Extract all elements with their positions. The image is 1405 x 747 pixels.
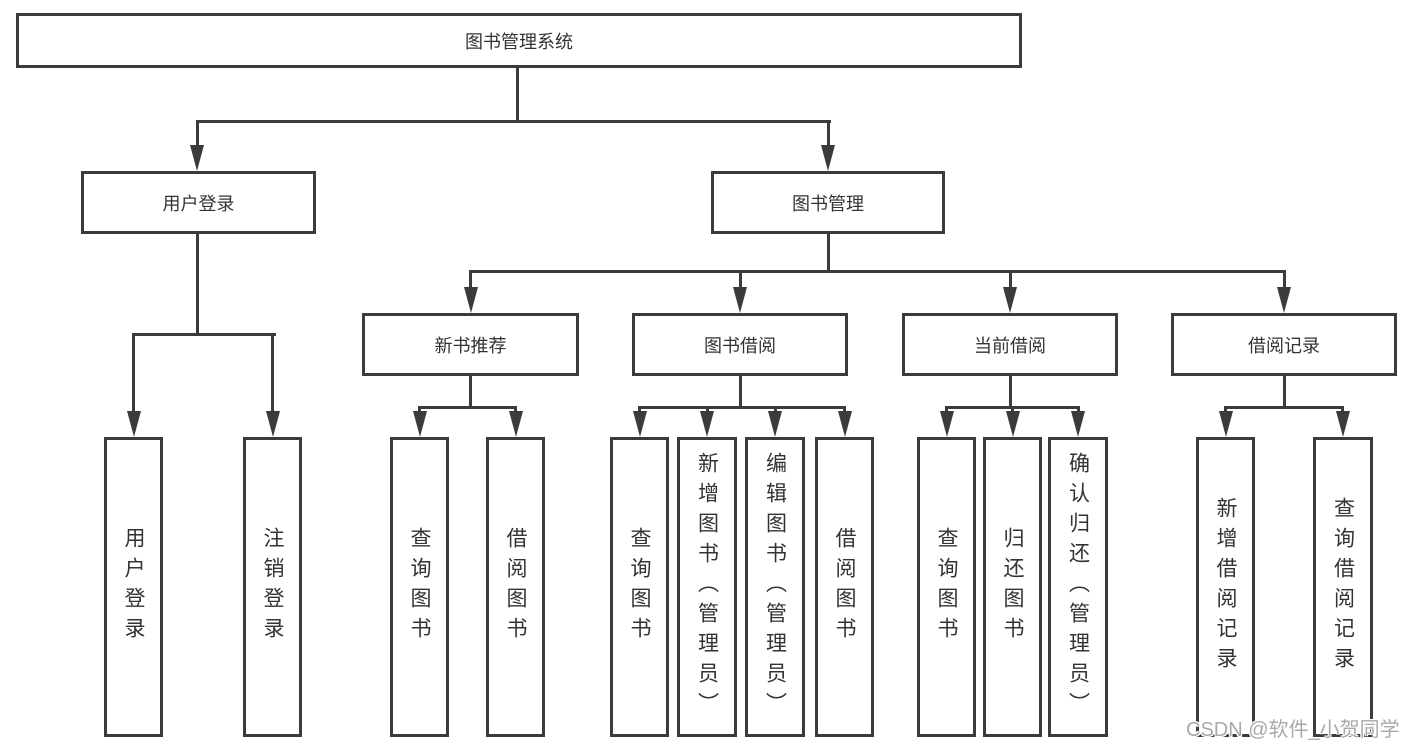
connector-drop-logout-leaf (271, 333, 274, 413)
connector-new-book-stem (469, 376, 472, 406)
node-label: 查询图书 (408, 527, 431, 647)
connector-root-stem (516, 68, 519, 120)
connector-drop (1011, 406, 1014, 414)
arrowhead (1071, 411, 1085, 437)
node-user-login: 用户登录 (81, 171, 316, 234)
node-borrow-books-recommend: 借阅图书 (486, 437, 545, 737)
connector-user-login-bar (132, 333, 276, 336)
arrowhead-logout-leaf (266, 411, 280, 437)
connector-new-book-bar (418, 406, 517, 409)
arrowhead-book-management (821, 145, 835, 171)
connector-drop (638, 406, 641, 414)
connector-drop-book-management (827, 120, 830, 147)
node-label: 编辑图书（管理员） (763, 452, 787, 722)
node-label: 借阅记录 (1248, 335, 1320, 356)
node-add-borrow-record: 新增借阅记录 (1196, 437, 1255, 737)
node-label: 新增图书（管理员） (695, 452, 719, 722)
node-label: 归还图书 (1001, 527, 1024, 647)
connector-drop-new-book (469, 270, 472, 290)
node-query-books-borrowing: 查询图书 (610, 437, 669, 737)
node-label: 新增借阅记录 (1214, 497, 1237, 677)
connector-drop (514, 406, 517, 414)
connector-book-borrow-bar (638, 406, 846, 409)
connector-drop (418, 406, 421, 414)
connector-drop (843, 406, 846, 414)
connector-drop (774, 406, 777, 414)
node-confirm-return-admin: 确认归还（管理员） (1048, 437, 1108, 737)
connector-drop (1341, 406, 1344, 414)
node-user-login-leaf: 用户登录 (104, 437, 163, 737)
node-label: 查询借阅记录 (1331, 497, 1355, 677)
node-label: 图书管理 (792, 193, 864, 214)
node-label: 图书借阅 (704, 335, 776, 356)
arrowhead-login-leaf (127, 411, 141, 437)
connector-borrow-records-stem (1283, 376, 1286, 406)
connector-drop-user-login (196, 120, 199, 147)
connector-drop (1224, 406, 1227, 414)
connector-drop-login-leaf (132, 333, 135, 413)
arrowhead (940, 411, 954, 437)
node-label: 查询图书 (628, 527, 651, 647)
connector-book-mgmt-stem (827, 234, 830, 270)
node-label: 查询图书 (935, 527, 958, 647)
arrowhead (1006, 411, 1020, 437)
node-borrow-books-borrowing: 借阅图书 (815, 437, 874, 737)
node-label: 当前借阅 (974, 335, 1046, 356)
node-edit-books-admin: 编辑图书（管理员） (745, 437, 805, 737)
node-current-borrowing: 当前借阅 (902, 313, 1118, 376)
arrowhead (413, 411, 427, 437)
arrowhead (509, 411, 523, 437)
node-label: 借阅图书 (833, 527, 856, 647)
connector-drop (945, 406, 948, 414)
node-return-books: 归还图书 (983, 437, 1042, 737)
node-book-management: 图书管理 (711, 171, 945, 234)
arrowhead (700, 411, 714, 437)
arrowhead-book-borrow (733, 287, 747, 313)
node-query-borrow-record: 查询借阅记录 (1313, 437, 1373, 737)
node-query-books-current: 查询图书 (917, 437, 976, 737)
arrowhead (1219, 411, 1233, 437)
arrowhead (1336, 411, 1350, 437)
node-label: 确认归还（管理员） (1066, 452, 1090, 722)
node-label: 注销登录 (261, 527, 284, 647)
node-new-book-recommend: 新书推荐 (362, 313, 579, 376)
arrowhead (768, 411, 782, 437)
node-query-books-recommend: 查询图书 (390, 437, 449, 737)
arrowhead-borrow-records (1277, 287, 1291, 313)
node-book-borrowing: 图书借阅 (632, 313, 848, 376)
node-label: 用户登录 (162, 193, 235, 214)
arrowhead-current-borrow (1003, 287, 1017, 313)
connector-drop (1077, 406, 1080, 414)
connector-book-mgmt-bar (469, 270, 1286, 273)
node-library-management-system: 图书管理系统 (16, 13, 1022, 68)
connector-user-login-stem (196, 234, 199, 333)
connector-book-borrow-stem (739, 376, 742, 406)
node-label: 用户登录 (122, 527, 145, 647)
node-label: 图书管理系统 (465, 31, 573, 52)
csdn-watermark: CSDN @软件_小贺同学 (1186, 719, 1400, 741)
connector-drop-current-borrow (1009, 270, 1012, 290)
node-add-books-admin: 新增图书（管理员） (677, 437, 737, 737)
arrowhead-user-login (190, 145, 204, 171)
connector-drop-book-borrow (739, 270, 742, 290)
connector-drop-borrow-records (1283, 270, 1286, 290)
node-logout: 注销登录 (243, 437, 302, 737)
connector-root-bar (196, 120, 831, 123)
connector-borrow-records-bar (1224, 406, 1344, 409)
arrowhead (838, 411, 852, 437)
connector-current-borrow-stem (1009, 376, 1012, 406)
node-label: 借阅图书 (504, 527, 527, 647)
arrowhead (633, 411, 647, 437)
node-borrow-records: 借阅记录 (1171, 313, 1397, 376)
connector-drop (706, 406, 709, 414)
arrowhead-new-book (464, 287, 478, 313)
node-label: 新书推荐 (434, 335, 507, 356)
